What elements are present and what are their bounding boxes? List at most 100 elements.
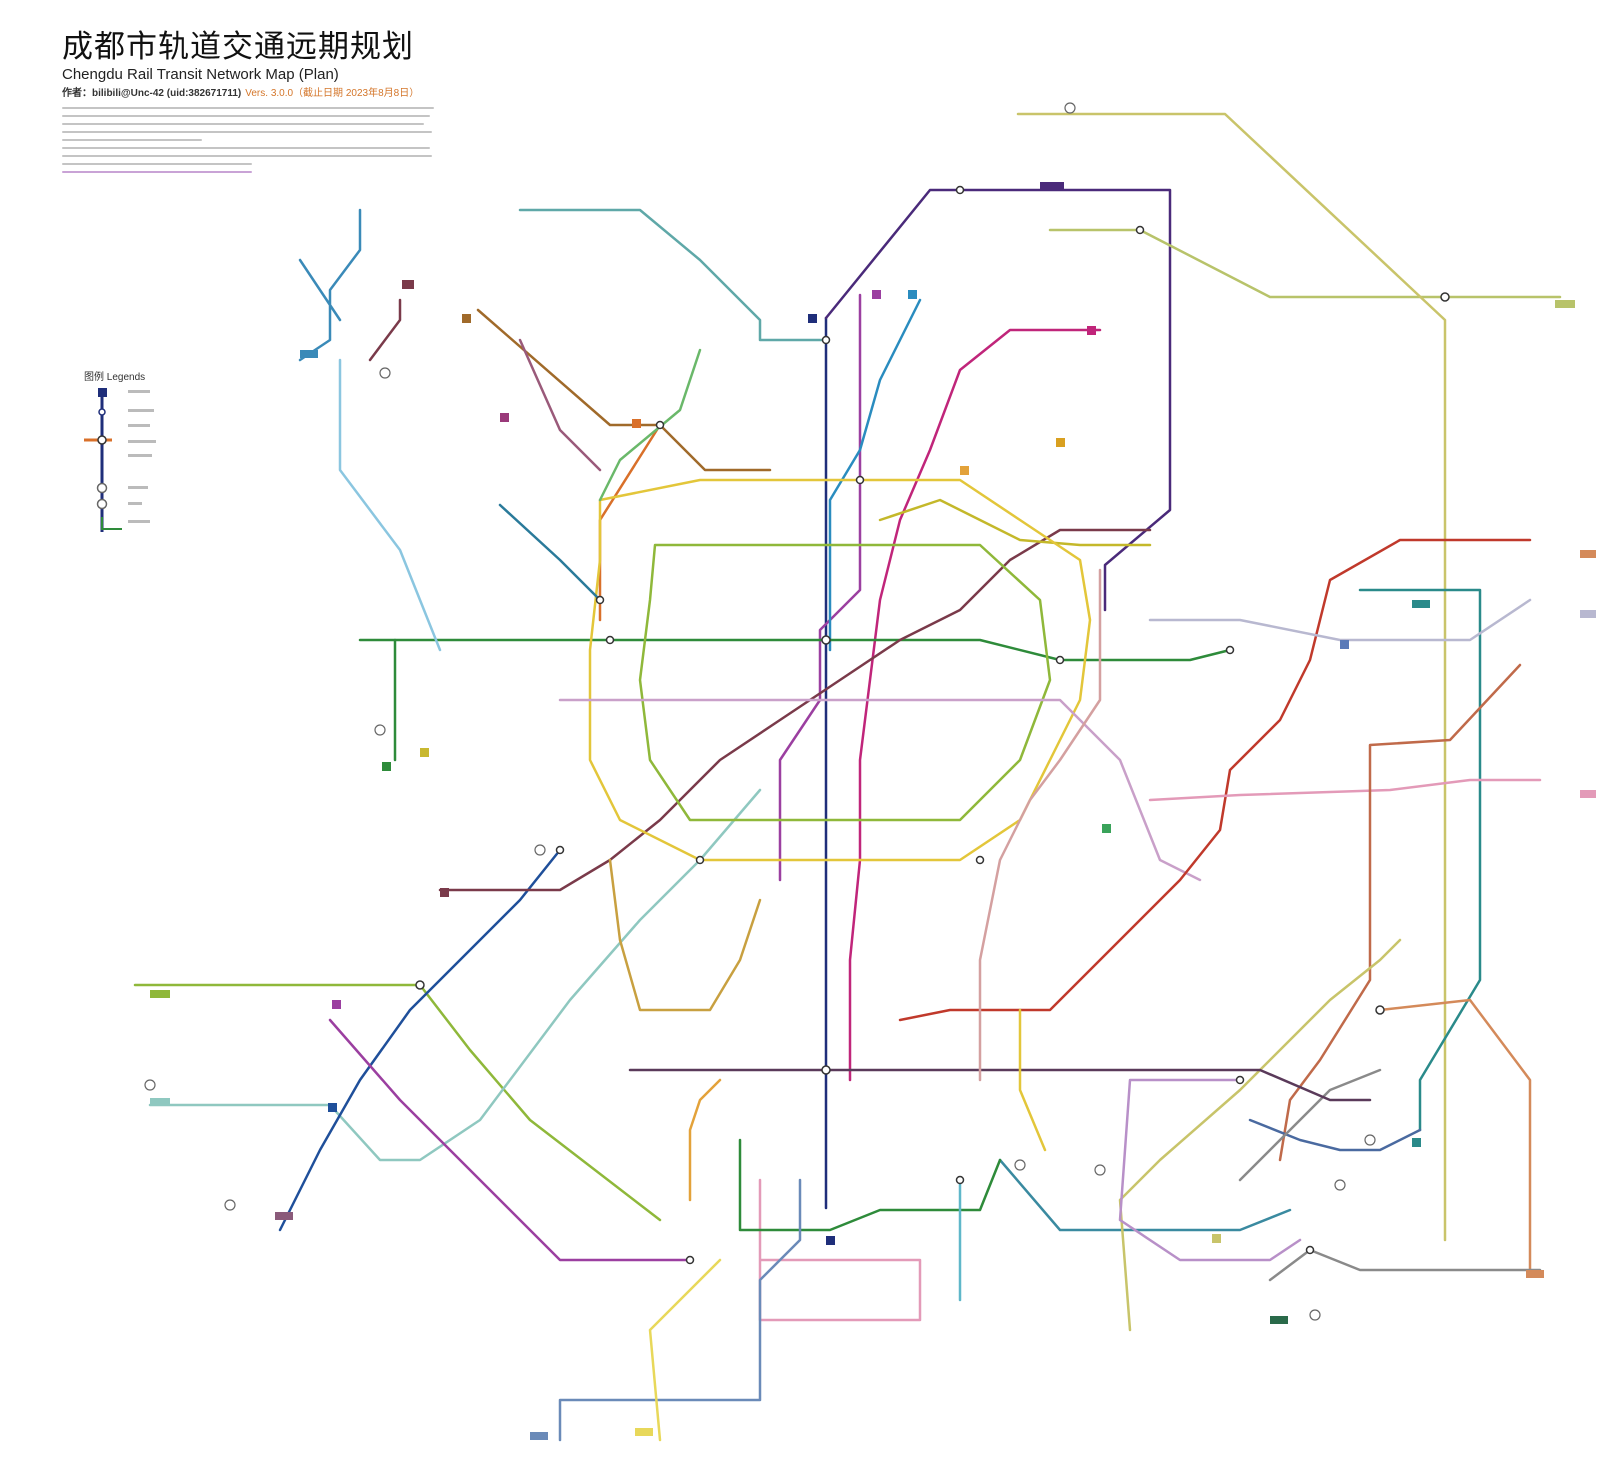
- description-line: [62, 139, 202, 141]
- rail-line: [368, 298, 402, 362]
- line-badge: [1580, 790, 1596, 798]
- railway-station-icon: [1309, 1309, 1321, 1321]
- rail-line: [1278, 663, 1522, 1162]
- rail-line: [588, 478, 1092, 862]
- line-badge: [500, 413, 509, 422]
- interchange-station: [695, 855, 705, 865]
- rail-line: [1248, 1118, 1422, 1152]
- line-badge: [1412, 1138, 1421, 1147]
- rail-line: [498, 503, 602, 602]
- rail-line: [1118, 1078, 1302, 1262]
- interchange-station: [1055, 655, 1065, 665]
- rail-line: [1018, 1008, 1047, 1152]
- line-badge: [382, 762, 391, 771]
- page-title: 成都市轨道交通远期规划: [62, 29, 414, 65]
- rail-line: [558, 1178, 802, 1442]
- interchange-station: [1305, 1245, 1315, 1255]
- line-badge: [420, 748, 429, 757]
- rail-line: [738, 1138, 1002, 1232]
- rail-line: [828, 298, 922, 652]
- interchange-station: [975, 855, 985, 865]
- airport-icon: [1364, 1134, 1376, 1146]
- rail-line: [648, 1258, 722, 1442]
- line-badge: [632, 419, 641, 428]
- railway-station-icon: [224, 1199, 236, 1211]
- rail-line: [598, 348, 702, 502]
- rail-line: [778, 293, 862, 882]
- line-badge: [635, 1428, 653, 1436]
- interchange-station: [605, 635, 615, 645]
- version-label: Vers. 3.0.0（截止日期 2023年8月8日）: [245, 88, 420, 99]
- interchange-station: [955, 1175, 965, 1185]
- line-badge: [1270, 1316, 1288, 1324]
- rail-line: [148, 788, 762, 1162]
- rail-line: [518, 338, 602, 472]
- map-header: 成都市轨道交通远期规划 Chengdu Rail Transit Network…: [62, 28, 492, 179]
- railway-station-icon: [374, 724, 386, 736]
- line-badge: [332, 1000, 341, 1009]
- description-line: [62, 147, 430, 149]
- interchange-station: [655, 420, 665, 430]
- interchange-station: [855, 475, 865, 485]
- rail-line: [1048, 228, 1562, 299]
- line-badge: [826, 1236, 835, 1245]
- interchange-station: [595, 595, 605, 605]
- legend-interchange-icon: [97, 435, 107, 445]
- rail-line: [328, 1018, 692, 1262]
- interchange-station: [821, 335, 831, 345]
- rail-line: [558, 698, 1202, 882]
- line-badge: [1087, 326, 1096, 335]
- rail-line: [1358, 588, 1482, 1132]
- line-badge: [1412, 600, 1430, 608]
- interchange-station: [1135, 225, 1145, 235]
- legend-rail-station-icon: [96, 482, 108, 494]
- line-badge: [1040, 182, 1064, 190]
- airport-icon: [1334, 1179, 1346, 1191]
- interchange-station: [555, 845, 565, 855]
- line-badge: [1056, 438, 1065, 447]
- rail-line: [608, 858, 762, 1012]
- legend-airport-icon: [96, 498, 108, 510]
- rail-line: [1238, 1068, 1382, 1182]
- rail-line: [1016, 112, 1447, 1242]
- rail-line: [1148, 598, 1532, 642]
- line-badge: [1102, 824, 1111, 833]
- rail-line: [688, 1078, 722, 1202]
- line-badge: [960, 466, 969, 475]
- railway-station-icon: [534, 844, 546, 856]
- page-subtitle: Chengdu Rail Transit Network Map (Plan): [62, 66, 339, 83]
- line-badge: [530, 1432, 548, 1440]
- line-badge: [1526, 1270, 1544, 1278]
- rail-line: [133, 983, 662, 1222]
- interchange-station: [1235, 1075, 1245, 1085]
- line-badge: [1212, 1234, 1221, 1243]
- rail-line: [848, 328, 1102, 1082]
- interchange-station: [1225, 645, 1235, 655]
- line-badge: [808, 314, 817, 323]
- rail-line: [824, 188, 1172, 612]
- legend: 图例 Legends: [84, 368, 194, 538]
- railway-station-icon: [1014, 1159, 1026, 1171]
- rail-line: [1118, 938, 1402, 1332]
- legend-symbols: [84, 388, 156, 532]
- interchange-station: [415, 980, 425, 990]
- railway-station-icon: [379, 367, 391, 379]
- rail-line: [438, 528, 1152, 892]
- description-line: [62, 131, 432, 133]
- interchange-station: [821, 635, 831, 645]
- legend-title: 图例 Legends: [84, 372, 146, 383]
- line-badge: [872, 290, 881, 299]
- rail-line: [978, 568, 1102, 1082]
- interchange-station: [955, 185, 965, 195]
- line-badge: [908, 290, 917, 299]
- description-line: [62, 163, 252, 165]
- description-text-block: [62, 107, 492, 173]
- railway-station-icon: [1064, 102, 1076, 114]
- rail-line: [638, 543, 1052, 822]
- line-badge: [1555, 300, 1575, 308]
- legend-station-icon: [98, 408, 106, 416]
- line-badge: [1580, 610, 1596, 618]
- author-credit: 作者：bilibili@Unc-42 (uid:38267171​1): [62, 88, 242, 99]
- rail-line: [1268, 1248, 1542, 1282]
